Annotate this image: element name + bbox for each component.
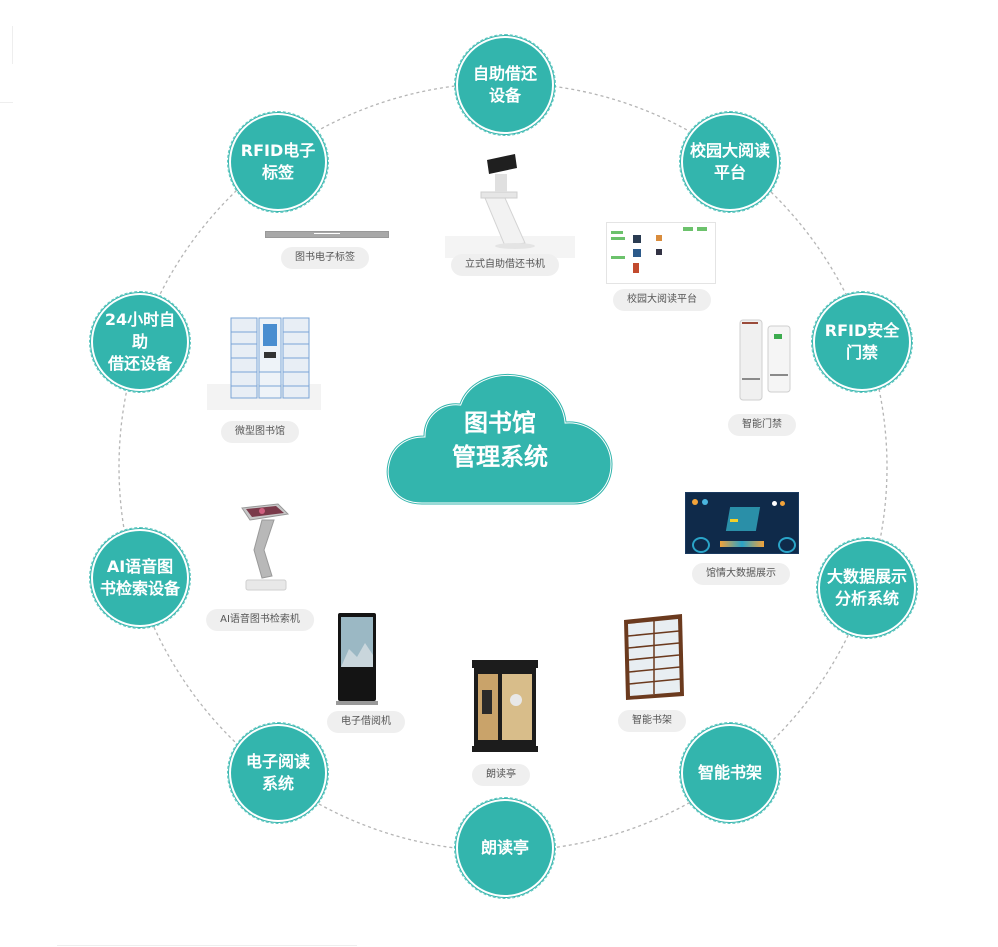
- node-rfid-gate[interactable]: RFID安全 门禁: [811, 291, 913, 393]
- node-campus-reading[interactable]: 校园大阅读 平台: [679, 111, 781, 213]
- product-label-e-reader: 电子借阅机: [327, 711, 405, 733]
- product-label-booth: 朗读亭: [472, 764, 530, 786]
- book-tag-image: [265, 231, 389, 238]
- node-label: 24小时自助 借还设备: [104, 310, 176, 373]
- cloud-shape: [385, 373, 614, 506]
- product-label-campus-platform: 校园大阅读平台: [613, 289, 711, 311]
- corner-decoration: [12, 26, 13, 64]
- node-label: 校园大阅读 平台: [689, 141, 770, 182]
- node-self-service[interactable]: 自助借还 设备: [454, 34, 556, 136]
- node-reading-booth[interactable]: 朗读亭: [454, 797, 556, 899]
- kiosk-image: [445, 154, 575, 258]
- corner-decoration: [0, 102, 13, 103]
- product-label-ai-search-kiosk: AI语音图书检索机: [206, 609, 314, 631]
- mini-library-image: [207, 317, 321, 410]
- product-label-data-display: 馆情大数据展示: [692, 563, 790, 585]
- center-title: 图书馆 管理系统: [452, 409, 548, 471]
- product-label-shelf: 智能书架: [618, 710, 686, 732]
- reading-booth-image: [472, 660, 538, 752]
- product-label-kiosk: 立式自助借还书机: [451, 254, 559, 276]
- node-label: RFID安全 门禁: [824, 321, 900, 362]
- node-rfid-tag[interactable]: RFID电子 标签: [227, 111, 329, 213]
- bottom-decoration: [57, 945, 357, 946]
- shelf-image: [624, 614, 684, 700]
- campus-platform-image: [606, 222, 716, 284]
- node-label: 智能书架: [697, 763, 762, 782]
- node-big-data[interactable]: 大数据展示 分析系统: [816, 537, 918, 639]
- ai-search-kiosk-image: [241, 503, 290, 591]
- product-label-smart-gate: 智能门禁: [728, 414, 796, 436]
- node-smart-shelf[interactable]: 智能书架: [679, 722, 781, 824]
- node-label: 朗读亭: [480, 838, 529, 857]
- node-ai-voice[interactable]: AI语音图 书检索设备: [89, 527, 191, 629]
- node-label: 自助借还 设备: [472, 64, 537, 105]
- node-label: AI语音图 书检索设备: [99, 557, 180, 598]
- node-24h-self-service[interactable]: 24小时自助 借还设备: [89, 291, 191, 393]
- node-label: RFID电子 标签: [240, 141, 316, 182]
- smart-gate-image: [739, 319, 791, 401]
- data-display-image: [685, 492, 799, 554]
- product-label-mini-library: 微型图书馆: [221, 421, 299, 443]
- node-e-reading[interactable]: 电子阅读 系统: [227, 722, 329, 824]
- node-label: 电子阅读 系统: [245, 752, 310, 793]
- node-label: 大数据展示 分析系统: [826, 567, 907, 608]
- product-label-book-tag: 图书电子标签: [281, 247, 369, 269]
- e-reader-image: [336, 613, 378, 705]
